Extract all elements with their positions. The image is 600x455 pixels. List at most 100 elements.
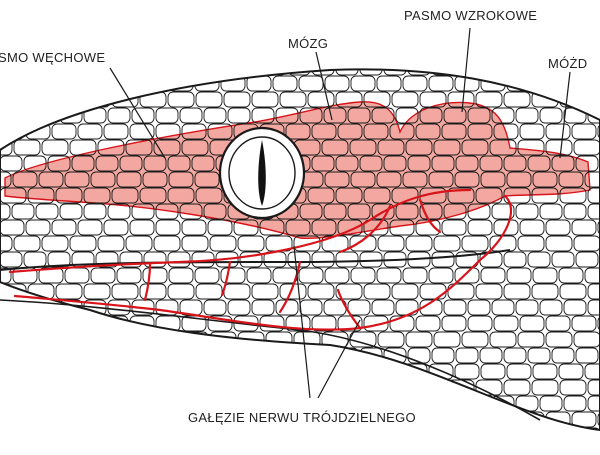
scale: [72, 348, 94, 363]
scale: [294, 428, 320, 443]
scale: [0, 396, 10, 411]
scale: [533, 76, 557, 91]
scale: [210, 428, 236, 443]
scale: [143, 76, 167, 91]
scale: [180, 396, 202, 411]
scale: [104, 412, 128, 427]
scale: [546, 428, 572, 443]
label-cerebellum: MÓŻD: [548, 56, 587, 71]
scale: [91, 76, 115, 91]
scale: [588, 92, 600, 107]
scale: [84, 396, 106, 411]
scale: [0, 348, 22, 363]
scale: [348, 396, 370, 411]
scale: [224, 380, 250, 395]
scale: [112, 380, 138, 395]
scale: [252, 396, 274, 411]
scale: [96, 348, 118, 363]
scale: [13, 364, 37, 379]
scale: [0, 364, 11, 379]
scale: [98, 428, 124, 443]
scale: [240, 60, 262, 75]
scale: [325, 364, 349, 379]
scale: [0, 124, 24, 139]
scale: [378, 428, 404, 443]
scale: [117, 364, 141, 379]
scale: [528, 60, 550, 75]
scale: [312, 348, 334, 363]
scale: [406, 428, 432, 443]
scale: [78, 412, 102, 427]
scale: [39, 364, 63, 379]
scale: [78, 316, 102, 331]
scale: [396, 396, 418, 411]
scale: [168, 380, 194, 395]
scale: [52, 412, 76, 427]
scale: [65, 76, 89, 91]
scale: [154, 332, 180, 347]
scale: [36, 396, 58, 411]
scale: [444, 396, 466, 411]
scale: [70, 332, 96, 347]
scale: [24, 348, 46, 363]
scale: [117, 76, 141, 91]
scale: [264, 60, 286, 75]
scale: [0, 76, 11, 91]
scale: [126, 332, 152, 347]
scale: [0, 332, 12, 347]
scale: [372, 396, 394, 411]
scale: [350, 428, 376, 443]
scale: [336, 380, 362, 395]
scale: [300, 396, 322, 411]
scale: [585, 76, 600, 91]
scale: [216, 60, 238, 75]
scale: [26, 412, 50, 427]
scale: [299, 364, 323, 379]
scale: [36, 108, 58, 123]
scale: [195, 364, 219, 379]
scale: [56, 380, 82, 395]
scale: [56, 92, 82, 107]
scale: [130, 412, 154, 427]
scale: [12, 108, 34, 123]
scale: [28, 92, 54, 107]
scale: [42, 332, 68, 347]
scale: [91, 364, 115, 379]
scale: [14, 332, 40, 347]
scale: [52, 316, 76, 331]
scale: [154, 428, 180, 443]
scale: [48, 348, 70, 363]
scale: [377, 364, 401, 379]
scale: [192, 348, 214, 363]
scale: [132, 396, 154, 411]
scale: [264, 348, 286, 363]
scale: [494, 412, 518, 427]
scale: [0, 428, 12, 443]
scale: [442, 412, 466, 427]
scale: [14, 428, 40, 443]
scale: [216, 348, 238, 363]
scale: [490, 428, 516, 443]
scale: [351, 364, 375, 379]
scale: [98, 332, 124, 347]
label-brain: MÓZG: [288, 36, 328, 51]
scale: [28, 380, 54, 395]
scale: [70, 428, 96, 443]
scale: [126, 428, 152, 443]
scale: [322, 428, 348, 443]
scale: [364, 380, 390, 395]
scale: [228, 396, 250, 411]
scale: [0, 380, 26, 395]
scale: [13, 76, 37, 91]
scale: [143, 364, 167, 379]
label-olfactory-tract: SMO WĘCHOWE: [0, 50, 105, 65]
scale: [169, 364, 193, 379]
scale: [204, 396, 226, 411]
scale: [420, 396, 442, 411]
scale: [39, 76, 63, 91]
eye-icon: [220, 128, 304, 218]
scale: [504, 60, 526, 75]
scale: [168, 348, 190, 363]
